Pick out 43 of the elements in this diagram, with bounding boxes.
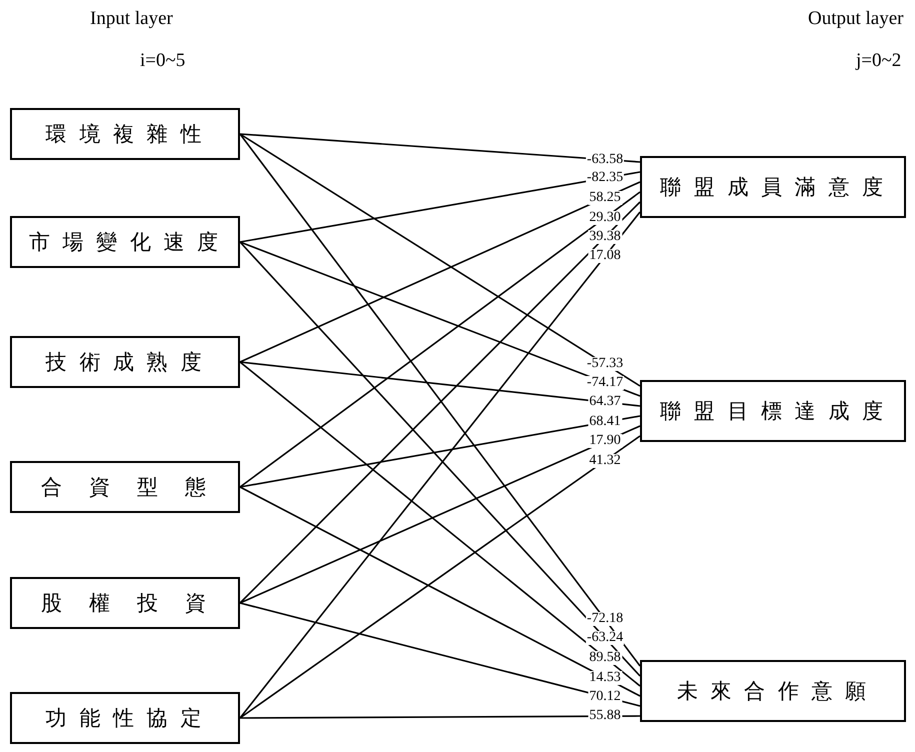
connection-line: [240, 191, 640, 488]
layer-title: Output layer: [808, 8, 904, 30]
edge-label: 89.58: [588, 650, 622, 665]
connection-line: [240, 425, 640, 604]
edge-label: -74.17: [586, 376, 624, 390]
edge-label: 58.25: [588, 190, 622, 205]
connection-line: [240, 435, 640, 719]
connection-line: [240, 361, 640, 407]
edge-label: 17.90: [588, 434, 622, 448]
input-node-box: 技 術 成 熟 度: [10, 336, 240, 388]
edge-label: 29.30: [588, 210, 622, 225]
connection-line: [239, 201, 641, 604]
connection-line: [240, 715, 640, 719]
edge-label: -82.35: [586, 171, 624, 186]
index-range-label: j=0~2: [856, 50, 902, 72]
edge-label: -57.33: [586, 356, 624, 371]
edge-label: -72.18: [586, 612, 624, 626]
input-node-box: 環 境 複 雜 性: [10, 108, 240, 160]
output-node-box: 未 來 合 作 意 願: [640, 660, 906, 722]
connection-line: [240, 171, 640, 243]
connection-line: [240, 181, 640, 363]
edge-label: 39.38: [588, 230, 622, 244]
connection-line: [240, 361, 640, 687]
output-node-box: 聯 盟 目 標 達 成 度: [640, 380, 906, 442]
connection-line: [240, 415, 640, 488]
edge-label: 17.08: [588, 249, 622, 264]
edge-label: -63.24: [586, 631, 624, 646]
input-node-box: 市 場 變 化 速 度: [10, 216, 240, 268]
output-node-box: 聯 盟 成 員 滿 意 度: [640, 156, 906, 218]
input-node-box: 功 能 性 協 定: [10, 692, 240, 744]
index-range-label: i=0~5: [140, 50, 186, 72]
connection-line: [240, 602, 640, 707]
connection-line: [240, 241, 640, 397]
layer-title: Input layer: [90, 8, 173, 30]
input-node-box: 股 權 投 資: [10, 577, 240, 629]
edge-label: 70.12: [588, 690, 622, 704]
connection-line: [240, 486, 640, 697]
edge-label: 14.53: [588, 670, 622, 685]
connection-line: [239, 134, 641, 666]
connection-line: [240, 133, 640, 163]
edge-label: 41.32: [588, 454, 622, 468]
connection-line: [240, 133, 640, 387]
input-node-box: 合 資 型 態: [10, 461, 240, 513]
